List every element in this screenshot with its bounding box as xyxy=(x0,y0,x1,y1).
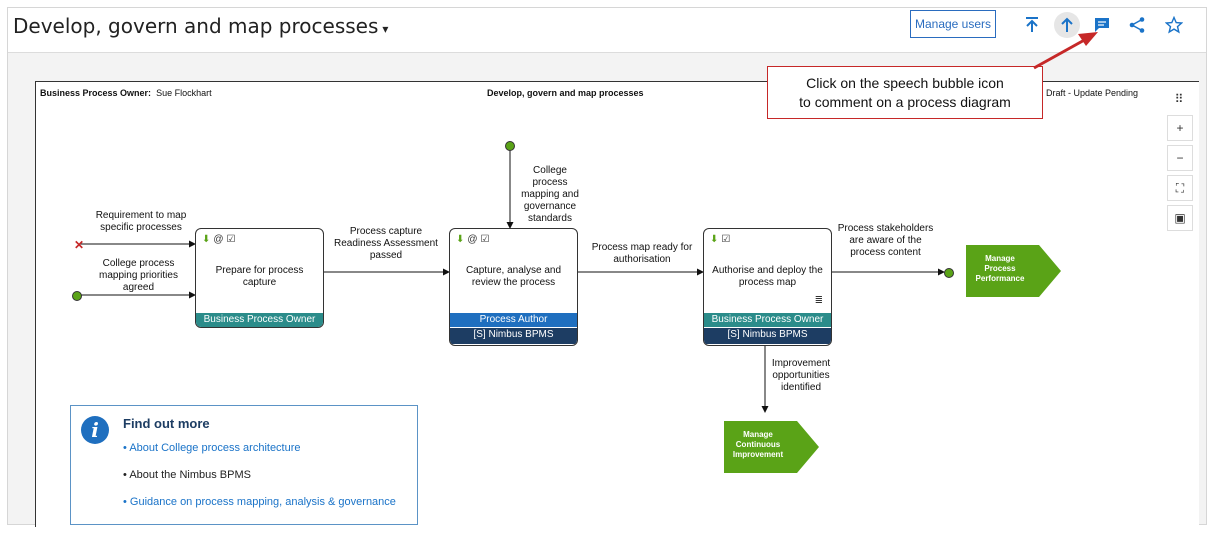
role-system: [S] Nimbus BPMS xyxy=(704,328,831,344)
flow-label-map-ready: Process map ready for authorisation xyxy=(591,242,693,265)
comment-hint-callout: Click on the speech bubble icon to comme… xyxy=(767,66,1043,119)
link-process-architecture[interactable]: • About College process architecture xyxy=(123,442,301,454)
checklist-icon[interactable]: ☑ xyxy=(480,234,490,245)
role-process-author: Process Author xyxy=(450,313,577,327)
input-label-requirement: Requirement to map specific processes xyxy=(95,210,187,233)
diagram-title: Develop, govern and map processes xyxy=(487,88,644,98)
drill-down-icon[interactable]: ⬇ xyxy=(710,234,719,245)
drill-down-icon[interactable]: ⬇ xyxy=(456,234,465,245)
error-marker-icon: ✕ xyxy=(74,238,85,252)
diagram-connectors xyxy=(79,149,1061,473)
callout-arrow xyxy=(1033,32,1098,70)
checklist-icon[interactable]: ☑ xyxy=(721,234,731,245)
flow-label-stakeholders: Process stakeholders are aware of the pr… xyxy=(837,223,934,258)
input-label-priorities: College process mapping priorities agree… xyxy=(99,258,178,293)
flow-label-improvement: Improvement opportunities identified xyxy=(771,358,831,393)
activity-title: Prepare for process capture xyxy=(215,265,304,288)
link-guidance[interactable]: • Guidance on process mapping, analysis … xyxy=(123,496,396,508)
checklist-icon[interactable]: ☑ xyxy=(226,234,236,245)
comment-icon[interactable] xyxy=(1089,12,1115,38)
go-to-top-icon[interactable] xyxy=(1019,12,1045,38)
link-nimbus-bpms[interactable]: • About the Nimbus BPMS xyxy=(123,469,251,481)
overview-map-icon[interactable]: ▣ xyxy=(1167,205,1193,231)
role-business-process-owner: Business Process Owner xyxy=(704,313,831,327)
link-manage-continuous-improvement[interactable]: Manage Continuous Improvement xyxy=(732,430,784,459)
start-circle-icon xyxy=(72,291,82,301)
process-owner: Business Process Owner: Sue Flockhart xyxy=(40,88,212,98)
page-header: Develop, govern and map processes▾ Manag… xyxy=(8,8,1206,53)
link-arrow-improvement xyxy=(724,421,819,473)
role-business-process-owner: Business Process Owner xyxy=(196,313,323,327)
page-title: Develop, govern and map processes▾ xyxy=(13,14,389,38)
end-circle-icon xyxy=(944,268,954,278)
fit-to-screen-icon[interactable]: ⛶ xyxy=(1167,175,1193,201)
diagram-status: Draft - Update Pending xyxy=(1046,88,1139,98)
attachment-icon[interactable]: @ xyxy=(213,234,224,245)
activity-capture[interactable]: ⬇@☑ Capture, analyse and review the proc… xyxy=(449,228,578,346)
app-window: Develop, govern and map processes▾ Manag… xyxy=(7,7,1207,527)
go-up-icon[interactable] xyxy=(1054,12,1080,38)
manage-users-button[interactable]: Manage users xyxy=(910,10,996,38)
link-arrow-performance xyxy=(966,245,1061,297)
find-out-more-panel: i Find out more • About College process … xyxy=(70,405,418,525)
favorite-star-icon[interactable] xyxy=(1161,12,1187,38)
activity-title: Capture, analyse and review the process xyxy=(465,265,562,288)
link-manage-process-performance[interactable]: Manage Process Performance xyxy=(975,254,1025,283)
role-system: [S] Nimbus BPMS xyxy=(450,328,577,344)
grid-dots-icon[interactable]: ⠿ xyxy=(1167,87,1191,111)
flow-label-readiness: Process capture Readiness Assessment pas… xyxy=(334,226,438,261)
drill-down-icon[interactable]: ⬇ xyxy=(202,234,211,245)
activity-title: Authorise and deploy the process map xyxy=(712,265,823,288)
activity-authorise[interactable]: ⬇☑ Authorise and deploy the process map … xyxy=(703,228,832,346)
find-out-more-title: Find out more xyxy=(123,416,210,431)
process-diagram-canvas: Business Process Owner: Sue Flockhart De… xyxy=(35,81,1199,527)
zoom-in-icon[interactable]: + xyxy=(1167,115,1193,141)
start-circle-icon xyxy=(505,141,515,151)
input-label-standards: College process mapping and governance s… xyxy=(521,165,579,224)
zoom-controls: ⠿ + − ⛶ ▣ xyxy=(1167,87,1193,235)
share-icon[interactable] xyxy=(1124,12,1150,38)
title-dropdown-icon[interactable]: ▾ xyxy=(382,22,389,36)
zoom-out-icon[interactable]: − xyxy=(1167,145,1193,171)
activity-prepare[interactable]: ⬇@☑ Prepare for process capture Business… xyxy=(195,228,324,328)
document-icon[interactable]: ≣ xyxy=(814,295,823,306)
attachment-icon[interactable]: @ xyxy=(467,234,478,245)
info-icon: i xyxy=(81,416,109,444)
